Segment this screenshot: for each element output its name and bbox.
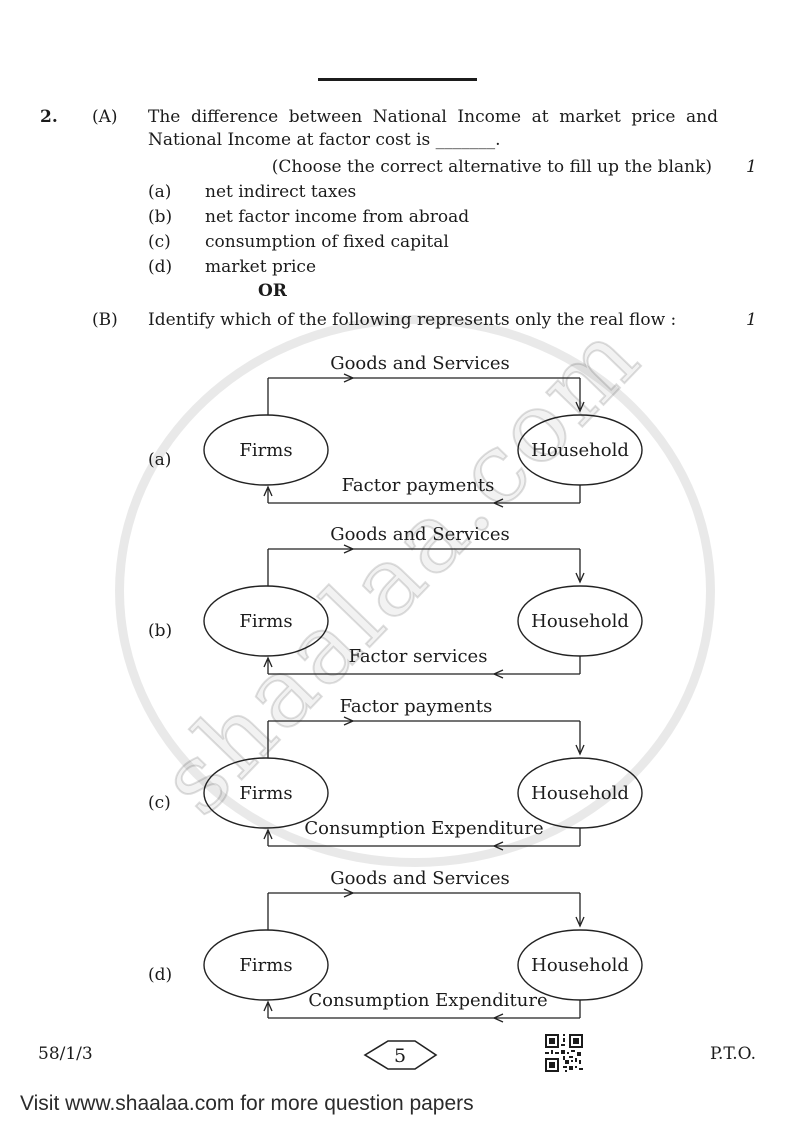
household-label: Household — [531, 611, 629, 632]
flow-lines — [267, 377, 581, 504]
household-ellipse — [517, 929, 643, 1001]
top-divider-rule — [318, 78, 477, 81]
question-number: 2. — [40, 107, 58, 127]
page-number-hexagon: 5 — [363, 1040, 438, 1070]
option-a-text: net indirect taxes — [205, 182, 357, 202]
flow-lines — [267, 548, 581, 675]
option-d-text: market price — [205, 257, 317, 277]
top-flow-label: Goods and Services — [330, 868, 510, 889]
firms-label: Firms — [239, 611, 292, 632]
flow-arrowheads — [263, 373, 585, 508]
diagram-a-tag: (a) — [148, 450, 171, 470]
circular-flow-diagram-d: Goods and Services Consumption Expenditu… — [148, 868, 643, 1023]
option-c-text: consumption of fixed capital — [205, 232, 449, 252]
household-label: Household — [531, 783, 629, 804]
footer-banner: Visit www.shaalaa.com for more question … — [20, 1092, 474, 1115]
diagram-b-tag: (b) — [148, 621, 172, 641]
circular-flow-diagram-a: Goods and Services Factor payments Firms… — [148, 353, 643, 508]
top-flow-label: Goods and Services — [330, 524, 510, 545]
page-number: 5 — [394, 1045, 406, 1067]
option-b-label: (b) — [148, 207, 173, 227]
instruction-line: (Choose the correct alternative to fill … — [271, 157, 712, 177]
option-b-text: net factor income from abroad — [205, 207, 470, 227]
household-ellipse — [517, 414, 643, 486]
firms-ellipse — [203, 757, 329, 829]
firms-label: Firms — [239, 955, 292, 976]
marks-part-b: 1 — [746, 310, 757, 330]
or-separator: OR — [258, 281, 287, 301]
flow-arrowheads — [263, 888, 585, 1023]
diagram-d-tag: (d) — [148, 965, 172, 985]
circular-flow-diagram-b: Goods and Services Factor services Firms… — [148, 524, 643, 679]
household-label: Household — [531, 955, 629, 976]
bottom-flow-label: Factor services — [349, 646, 488, 667]
top-flow-label: Factor payments — [340, 696, 493, 717]
diagram-c-tag: (c) — [148, 793, 171, 813]
part-b-question: Identify which of the following represen… — [148, 310, 677, 330]
option-a-label: (a) — [148, 182, 172, 202]
part-a-label: (A) — [92, 107, 118, 127]
part-b-label: (B) — [92, 310, 118, 330]
firms-ellipse — [203, 414, 329, 486]
flow-lines — [267, 892, 581, 1019]
firms-label: Firms — [239, 783, 292, 804]
firms-ellipse — [203, 585, 329, 657]
flow-arrowheads — [263, 716, 585, 851]
question-line-1: The difference between National Income a… — [148, 107, 718, 127]
hexagon-outline — [363, 1040, 438, 1070]
watermark-circle — [115, 315, 715, 867]
firms-label: Firms — [239, 440, 292, 461]
bottom-flow-label: Consumption Expenditure — [308, 990, 547, 1011]
firms-ellipse — [203, 929, 329, 1001]
marks-part-a: 1 — [746, 157, 757, 177]
household-ellipse — [517, 585, 643, 657]
bottom-flow-label: Consumption Expenditure — [304, 818, 543, 839]
option-c-label: (c) — [148, 232, 171, 252]
flow-arrowheads — [263, 544, 585, 679]
pto-label: P.T.O. — [710, 1044, 756, 1064]
question-line-2: National Income at factor cost is ______… — [148, 130, 501, 150]
flow-lines — [267, 720, 581, 847]
paper-code: 58/1/3 — [38, 1044, 93, 1064]
qr-code-icon — [545, 1034, 583, 1072]
bottom-flow-label: Factor payments — [342, 475, 495, 496]
household-label: Household — [531, 440, 629, 461]
option-d-label: (d) — [148, 257, 173, 277]
top-flow-label: Goods and Services — [330, 353, 510, 374]
circular-flow-diagram-c: Factor payments Consumption Expenditure … — [148, 696, 643, 851]
household-ellipse — [517, 757, 643, 829]
